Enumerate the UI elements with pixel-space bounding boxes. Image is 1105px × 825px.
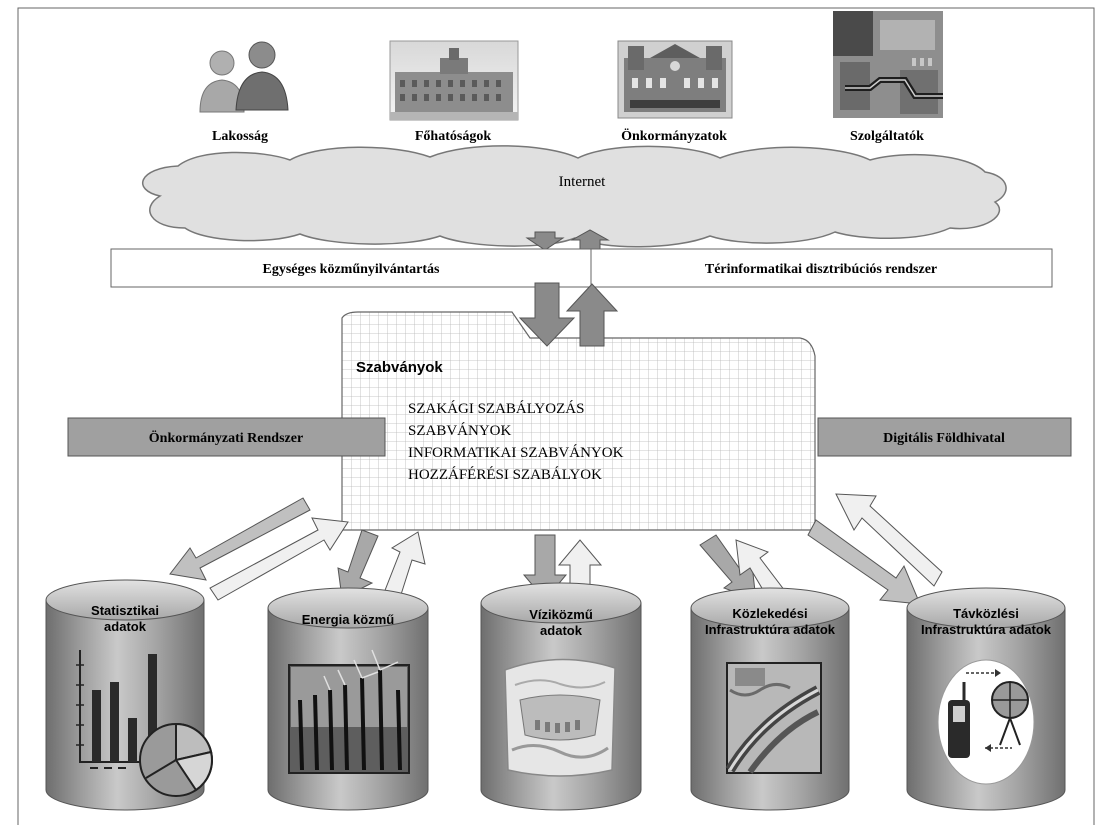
- dam-water-icon: [504, 658, 616, 777]
- distribution-bar: Egységes közműnyilvántartás Térinformati…: [110, 248, 1053, 288]
- cloud-label: Internet: [559, 174, 606, 190]
- side-system-right: Digitális Földhivatal: [817, 417, 1072, 457]
- database-transport: Közlekedési Infrastruktúra adatok: [690, 587, 850, 811]
- actor-fohatosagok: Főhatóságok: [389, 40, 519, 144]
- database-label-line1: Statisztikai: [91, 603, 159, 618]
- database-label-line1: Közlekedési: [732, 606, 807, 621]
- internet-cloud: Internet: [141, 145, 1007, 248]
- side-system-left-box: [67, 417, 386, 457]
- database-water: Víziközmű adatok: [480, 582, 642, 811]
- side-system-left: Önkormányzati Rendszer: [67, 417, 386, 457]
- actor-label: Szolgáltatók: [850, 129, 924, 144]
- document-to-transport-arrow: [699, 534, 757, 601]
- actor-label: Önkormányzatok: [621, 127, 727, 144]
- database-energy: Energia közmű: [267, 587, 429, 811]
- standards-item: HOZZÁFÉRÉSI SZABÁLYOK: [408, 466, 602, 483]
- cylinder-top: [267, 587, 429, 629]
- actor-label: Lakosság: [212, 129, 268, 144]
- cloud-down-arrow: [525, 231, 565, 251]
- standards-item: INFORMATIKAI SZABVÁNYOK: [408, 444, 624, 461]
- document-to-statistics-arrow: [169, 497, 311, 581]
- cloud-shape: [141, 145, 1007, 248]
- distribution-right-box: [590, 248, 1053, 288]
- database-label-line1: Energia közmű: [302, 612, 395, 627]
- cylinder-top: [45, 579, 205, 621]
- actor-szolgaltatok: Szolgáltatók: [833, 11, 943, 144]
- database-label-line2: Infrastruktúra adatok: [705, 622, 836, 637]
- cylinder-top: [906, 587, 1066, 629]
- cylinder-top: [480, 582, 642, 624]
- cloud-up-arrow: [570, 229, 610, 251]
- database-label-line1: Víziközmű: [529, 607, 593, 622]
- mobile-antenna-icon: [937, 659, 1035, 785]
- outer-frame: [17, 7, 1095, 825]
- cylinder-top: [690, 587, 850, 629]
- bar-pie-chart-icon: [76, 650, 213, 797]
- standards-document-shape: [341, 311, 816, 531]
- city-hall-building-icon: [617, 40, 733, 119]
- database-label-line2: adatok: [540, 623, 583, 638]
- bar-to-document-arrow: [518, 282, 576, 347]
- database-statistics: Statisztikai adatok: [45, 579, 213, 811]
- database-label-line2: adatok: [104, 619, 147, 634]
- document-to-telecom-arrow: [807, 519, 921, 605]
- statistics-to-document-arrow: [209, 517, 349, 601]
- database-label-line1: Távközlési: [953, 606, 1019, 621]
- palace-building-icon: [389, 40, 519, 121]
- actor-label: Főhatóságok: [415, 129, 491, 144]
- actor-lakossag: Lakosság: [199, 41, 289, 144]
- standards-document: Szabványok SZAKÁGI SZABÁLYOZÁS SZABVÁNYO…: [341, 311, 816, 531]
- side-system-right-box: [817, 417, 1072, 457]
- standards-item: SZAKÁGI SZABÁLYOZÁS: [408, 400, 584, 417]
- side-system-right-label: Digitális Földhivatal: [883, 431, 1005, 446]
- actor-onkormanyzatok: Önkormányzatok: [617, 40, 733, 144]
- distribution-left-box: [110, 248, 592, 288]
- database-label-line2: Infrastruktúra adatok: [921, 622, 1052, 637]
- document-to-bar-arrow: [565, 283, 619, 347]
- telecom-to-document-arrow: [835, 493, 943, 587]
- distribution-left-label: Egységes közműnyilvántartás: [263, 262, 441, 277]
- standards-item: SZABVÁNYOK: [408, 422, 512, 439]
- distribution-right-label: Térinformatikai disztribúciós rendszer: [705, 262, 937, 277]
- wind-turbines-icon: [288, 649, 410, 774]
- railway-icon: [725, 662, 822, 774]
- side-system-left-label: Önkormányzati Rendszer: [149, 429, 303, 446]
- service-provider-collage-icon: [833, 11, 943, 118]
- people-icon: [199, 41, 289, 113]
- database-telecom: Távközlési Infrastruktúra adatok: [906, 587, 1066, 811]
- standards-title: Szabványok: [356, 359, 443, 376]
